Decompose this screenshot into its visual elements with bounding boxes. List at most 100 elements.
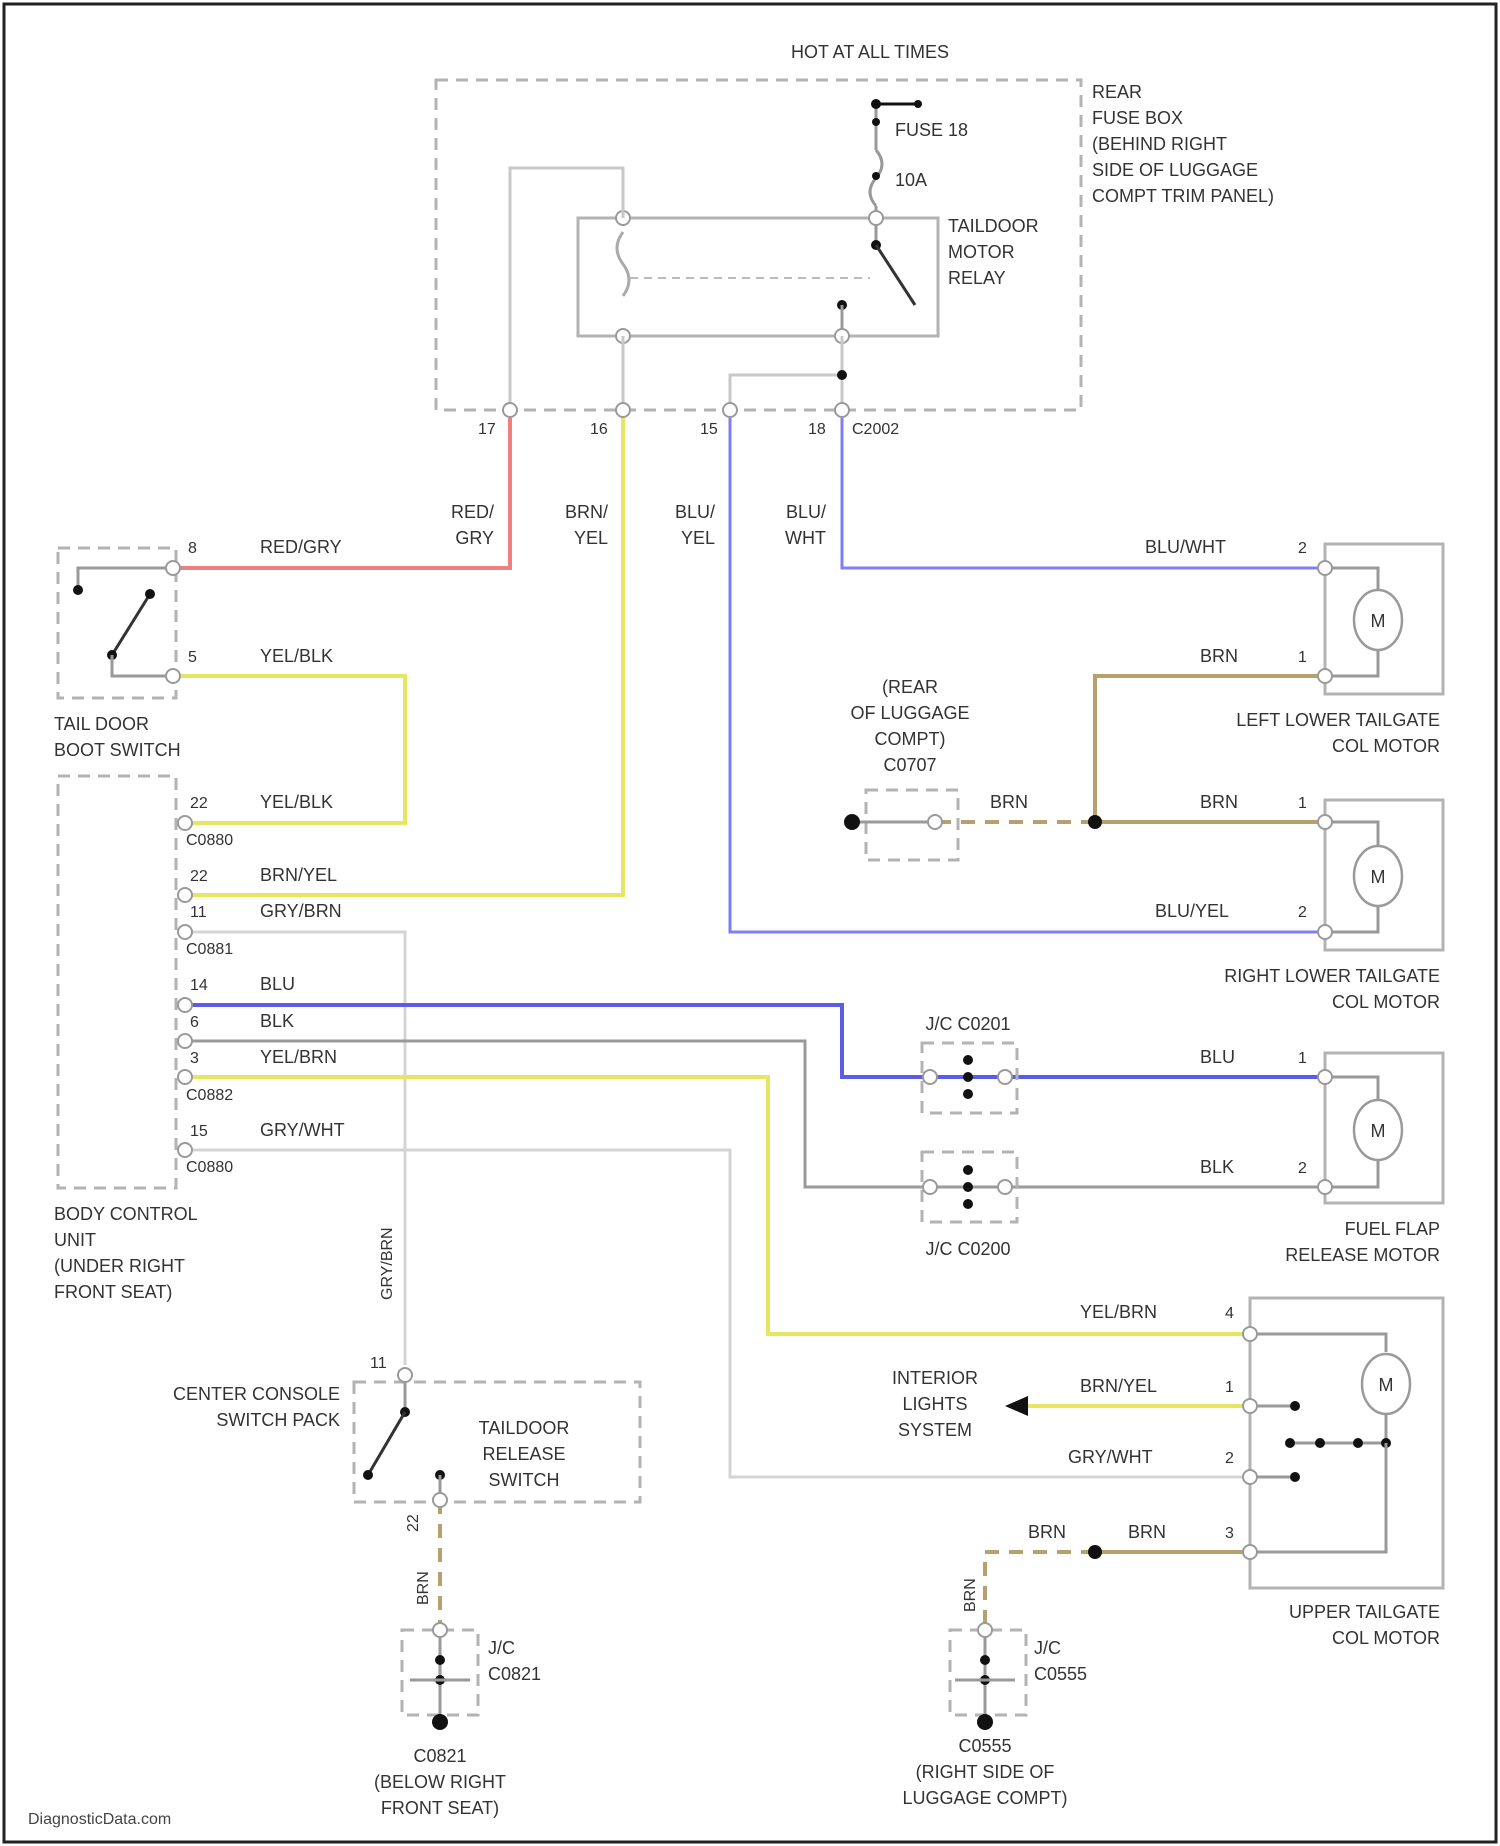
svg-text:UNIT: UNIT	[54, 1230, 96, 1250]
jc-c0555-label-1: J/C	[1034, 1638, 1061, 1658]
upper-motor-label-2: COL MOTOR	[1332, 1628, 1440, 1648]
svg-text:BLK: BLK	[260, 1011, 294, 1031]
interior-lights-arrow	[1005, 1396, 1028, 1416]
svg-text:REAR: REAR	[1092, 82, 1142, 102]
console-switch-label: CENTER CONSOLE SWITCH PACK	[173, 1384, 340, 1430]
watermark: DiagnosticData.com	[28, 1811, 171, 1828]
wire-label-blu-yel: BLU/	[675, 502, 715, 522]
jc-c0201	[922, 1043, 1017, 1113]
wire-label-blu-yel-h: BLU/YEL	[1155, 901, 1229, 921]
wire-blu-wht	[842, 418, 1325, 568]
console-pin-top: 11	[370, 1355, 387, 1372]
wire-blk	[185, 1041, 1325, 1187]
fuel-flap-pin-a: 1	[1298, 1050, 1307, 1067]
right-lower-label-2: COL MOTOR	[1332, 992, 1440, 1012]
wire-label-brn-console: BRN	[415, 1571, 432, 1605]
fuel-flap-motor-icon: M	[1318, 1070, 1402, 1194]
jc-c0555-label-2: C0555	[1034, 1664, 1087, 1684]
wire-label-gry-brn-vertical: GRY/BRN	[379, 1227, 396, 1300]
tail-switch-pin-a: 8	[188, 540, 197, 557]
upper-motor-label-1: UPPER TAILGATE	[1289, 1602, 1440, 1622]
upper-motor-pin-4: 4	[1225, 1305, 1234, 1322]
jc-c0821-label-2: C0821	[488, 1664, 541, 1684]
right-lower-motor-icon: M	[1318, 815, 1402, 939]
bcu-pin-table: 22 YEL/BLK C0880 22 BRN/YEL 11 GRY/BRN C…	[186, 792, 345, 1176]
svg-text:C0882: C0882	[186, 1087, 233, 1104]
svg-text:SWITCH PACK: SWITCH PACK	[216, 1410, 340, 1430]
svg-text:TAILDOOR: TAILDOOR	[948, 216, 1039, 236]
tail-switch-pin-b: 5	[188, 649, 197, 666]
jc-c0821-label-1: J/C	[488, 1638, 515, 1658]
internal-wire-17	[510, 168, 623, 410]
svg-text:3: 3	[190, 1050, 199, 1067]
fuse-label: FUSE 18	[895, 120, 968, 140]
relay-label: TAILDOOR MOTOR RELAY	[948, 216, 1039, 288]
wire-label-gry-wht-upper: GRY/WHT	[1068, 1447, 1153, 1467]
svg-text:C0880: C0880	[186, 1159, 233, 1176]
svg-text:BRN/YEL: BRN/YEL	[260, 865, 337, 885]
left-lower-motor-icon: M	[1318, 561, 1402, 683]
wire-label-blu-yel-2: YEL	[681, 528, 715, 548]
ground-c0555-label: C0555 (RIGHT SIDE OF LUGGAGE COMPT)	[902, 1736, 1067, 1808]
right-lower-pin-a: 1	[1298, 795, 1307, 812]
wire-label-brn-c0555: BRN	[962, 1578, 979, 1612]
jc-c0821	[402, 1623, 478, 1730]
jc-c0201-label: J/C C0201	[925, 1014, 1010, 1034]
tail-switch-label-2: BOOT SWITCH	[54, 740, 181, 760]
svg-text:M: M	[1371, 611, 1386, 631]
wire-yel-brn	[185, 1077, 1250, 1334]
left-lower-pin-b: 1	[1298, 649, 1307, 666]
svg-text:LUGGAGE COMPT): LUGGAGE COMPT)	[902, 1788, 1067, 1808]
svg-text:OF LUGGAGE: OF LUGGAGE	[850, 703, 969, 723]
svg-text:COMPT TRIM PANEL): COMPT TRIM PANEL)	[1092, 186, 1274, 206]
wire-label-brn-yel-2: YEL	[574, 528, 608, 548]
svg-text:MOTOR: MOTOR	[948, 242, 1015, 262]
svg-text:TAILDOOR: TAILDOOR	[479, 1418, 570, 1438]
svg-text:BLU: BLU	[260, 974, 295, 994]
internal-wire-15	[730, 336, 842, 410]
tail-door-switch	[73, 561, 180, 683]
wire-label-brn-yel: BRN/	[565, 502, 608, 522]
svg-text:RELAY: RELAY	[948, 268, 1006, 288]
upper-motor-pin-2: 2	[1225, 1450, 1234, 1467]
relay-coil	[617, 232, 629, 296]
wire-label-yel-blk-h: YEL/BLK	[260, 646, 333, 666]
wire-label-blu-wht-h: BLU/WHT	[1145, 537, 1226, 557]
left-lower-pin-a: 2	[1298, 540, 1307, 557]
fuel-flap-label-1: FUEL FLAP	[1345, 1219, 1440, 1239]
wire-label-blu-fuel: BLU	[1200, 1047, 1235, 1067]
fuse-18	[870, 99, 922, 218]
wire-label-blk-fuel: BLK	[1200, 1157, 1234, 1177]
svg-text:(BELOW RIGHT: (BELOW RIGHT	[374, 1772, 506, 1792]
svg-text:YEL/BRN: YEL/BRN	[260, 1047, 337, 1067]
svg-text:22: 22	[190, 795, 208, 812]
jc-c0555	[950, 1623, 1026, 1730]
svg-text:SIDE OF LUGGAGE: SIDE OF LUGGAGE	[1092, 160, 1258, 180]
bcu-outline	[58, 776, 176, 1188]
right-lower-pin-b: 2	[1298, 904, 1307, 921]
wire-label-brn-left: BRN	[1200, 646, 1238, 666]
fuel-flap-pin-b: 2	[1298, 1160, 1307, 1177]
svg-text:FRONT SEAT): FRONT SEAT)	[381, 1798, 499, 1818]
jc-c0200	[922, 1152, 1017, 1222]
svg-text:M: M	[1371, 1121, 1386, 1141]
svg-text:M: M	[1379, 1375, 1394, 1395]
svg-text:INTERIOR: INTERIOR	[892, 1368, 978, 1388]
svg-text:11: 11	[190, 904, 207, 921]
wire-brn-upper-shielded	[985, 1552, 1095, 1630]
svg-text:GRY/WHT: GRY/WHT	[260, 1120, 345, 1140]
upper-motor-icon: M	[1243, 1327, 1410, 1559]
svg-text:14: 14	[190, 977, 208, 994]
console-pin-bottom: 22	[405, 1514, 422, 1532]
pin-16: 16	[590, 421, 608, 438]
fuse-rating: 10A	[895, 170, 927, 190]
svg-text:M: M	[1371, 867, 1386, 887]
page-border	[4, 4, 1496, 1842]
svg-text:COMPT): COMPT)	[875, 729, 946, 749]
wire-label-blu-wht-2: WHT	[785, 528, 826, 548]
svg-text:6: 6	[190, 1014, 199, 1031]
upper-motor-pin-1: 1	[1225, 1379, 1234, 1396]
svg-text:SWITCH: SWITCH	[489, 1470, 560, 1490]
